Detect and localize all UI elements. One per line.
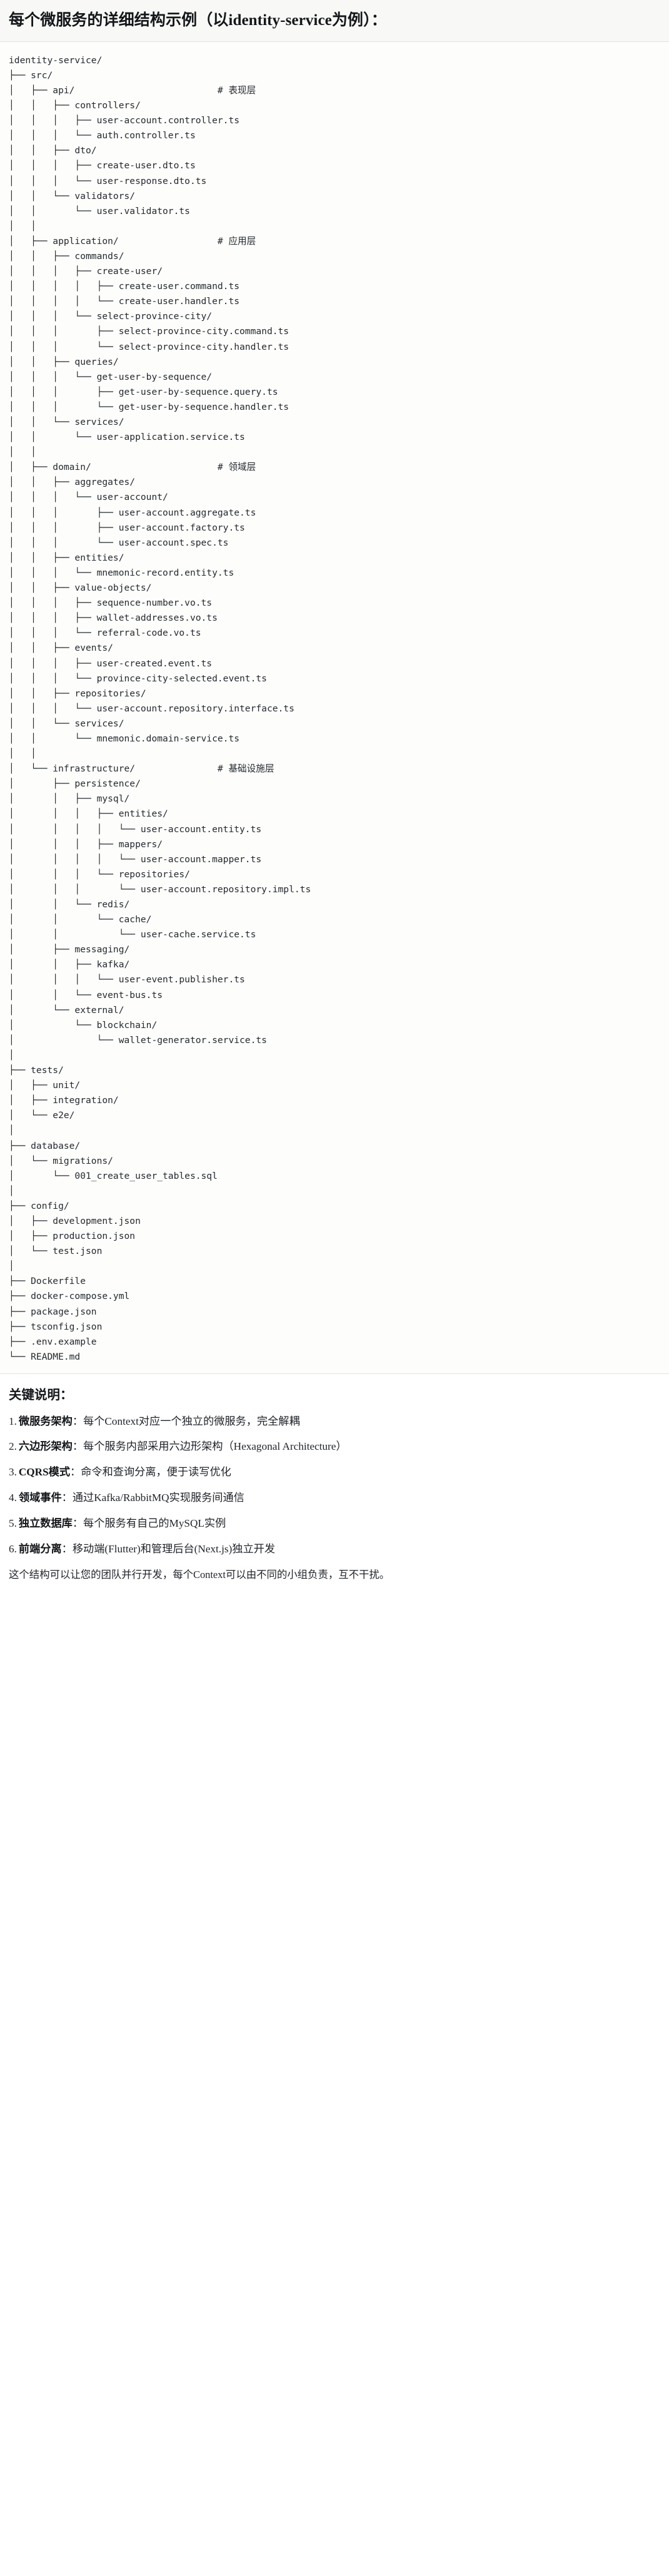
directory-tree-block: identity-service/ ├── src/ │ ├── api/ # … [0, 41, 669, 1374]
key-note-separator: ： [61, 1491, 73, 1504]
key-note-separator: ： [61, 1542, 73, 1555]
key-notes-list: 微服务架构：每个Context对应一个独立的微服务，完全解耦 六边形架构：每个服… [9, 1413, 660, 1557]
key-note-description: 每个服务有自己的MySQL实例 [83, 1517, 226, 1529]
key-note-item: 独立数据库：每个服务有自己的MySQL实例 [9, 1515, 660, 1532]
key-note-term: 前端分离 [18, 1542, 62, 1555]
key-note-description: 命令和查询分离，便于读写优化 [81, 1466, 231, 1479]
key-note-item: 六边形架构：每个服务内部采用六边形架构（Hexagonal Architectu… [9, 1438, 660, 1455]
key-note-term: 独立数据库 [18, 1517, 73, 1529]
key-note-item: 领域事件：通过Kafka/RabbitMQ实现服务间通信 [9, 1490, 660, 1506]
key-note-item: 前端分离：移动端(Flutter)和管理后台(Next.js)独立开发 [9, 1541, 660, 1557]
key-note-separator: ： [72, 1440, 84, 1453]
key-notes-title: 关键说明： [9, 1388, 73, 1402]
closing-paragraph: 这个结构可以让您的团队并行开发，每个Context可以由不同的小组负责，互不干扰… [9, 1569, 390, 1581]
key-note-term: 微服务架构 [18, 1415, 73, 1427]
key-note-description: 移动端(Flutter)和管理后台(Next.js)独立开发 [72, 1542, 276, 1555]
page-title: 每个微服务的详细结构示例（以identity-service为例）： [9, 12, 387, 29]
key-notes-section: 关键说明： 微服务架构：每个Context对应一个独立的微服务，完全解耦 六边形… [0, 1373, 669, 1594]
key-note-separator: ： [70, 1466, 81, 1479]
key-note-item: CQRS模式：命令和查询分离，便于读写优化 [9, 1464, 660, 1480]
key-note-description: 每个服务内部采用六边形架构（Hexagonal Architecture） [83, 1440, 347, 1453]
key-note-term: 六边形架构 [18, 1440, 73, 1453]
key-note-separator: ： [72, 1415, 84, 1427]
key-note-separator: ： [72, 1517, 84, 1529]
directory-tree: identity-service/ ├── src/ │ ├── api/ # … [9, 54, 311, 1362]
key-note-term: 领域事件 [18, 1491, 62, 1504]
key-note-term: CQRS模式 [18, 1466, 71, 1479]
document-page: 每个微服务的详细结构示例（以identity-service为例）： ident… [0, 0, 669, 1594]
key-note-description: 每个Context对应一个独立的微服务，完全解耦 [83, 1415, 300, 1427]
key-note-description: 通过Kafka/RabbitMQ实现服务间通信 [72, 1491, 244, 1504]
key-note-item: 微服务架构：每个Context对应一个独立的微服务，完全解耦 [9, 1413, 660, 1430]
heading-band: 每个微服务的详细结构示例（以identity-service为例）： [0, 0, 669, 42]
